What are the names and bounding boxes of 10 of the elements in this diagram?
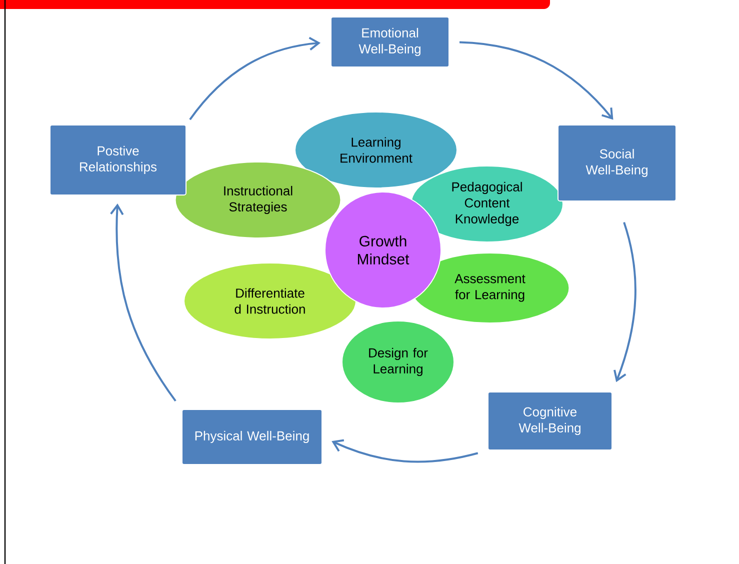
- process-box: Emotional Well-Being: [330, 16, 450, 68]
- arrow: [614, 222, 636, 382]
- arrow: [189, 36, 321, 120]
- process-box: Postive Relationships: [50, 124, 186, 196]
- process-box: Social Well-Being: [558, 124, 676, 202]
- arrow: [110, 203, 176, 402]
- arrow: [332, 439, 478, 463]
- process-box: Physical Well-Being: [182, 408, 322, 465]
- process-box: Cognitive Well-Being: [488, 391, 612, 450]
- arrow: [459, 41, 614, 120]
